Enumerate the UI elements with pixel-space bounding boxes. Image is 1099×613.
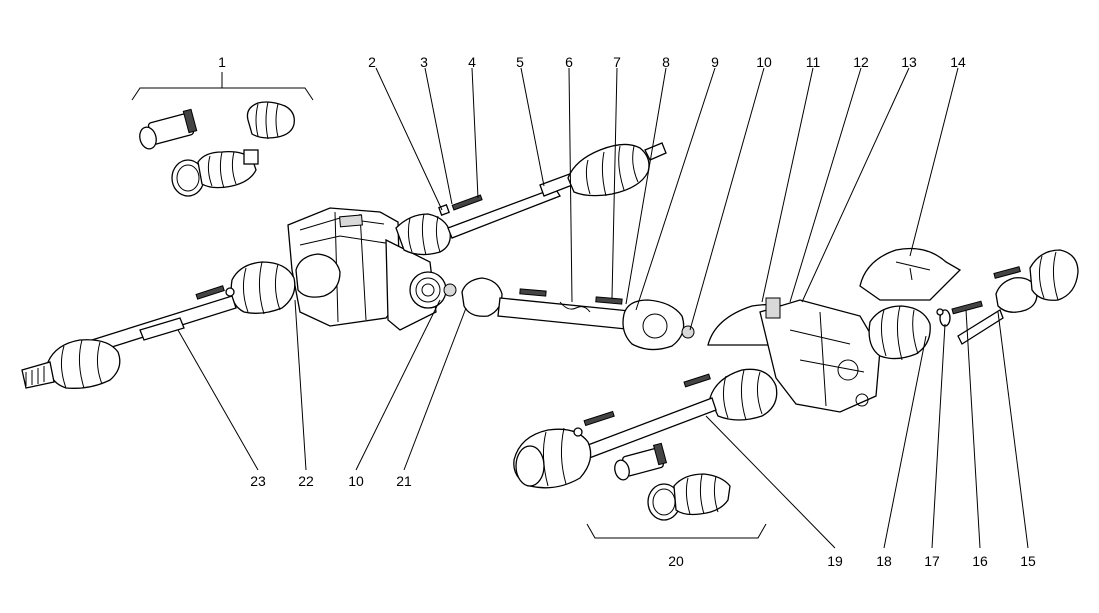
callout-15: 15 [1020,553,1036,569]
callout-17: 17 [924,553,940,569]
kit-20-bracket [586,523,767,539]
callout-labels: 1 2 3 4 5 6 7 8 9 10 11 12 13 14 23 22 1… [218,54,1036,569]
callout-16: 16 [972,553,988,569]
lower-rear-drive-shaft [513,368,778,489]
clamp-boot-icon [171,149,259,197]
callout-14: 14 [950,54,966,70]
callout-10-bottom: 10 [348,473,364,489]
grease-tube-icon [139,108,198,150]
callout-2: 2 [368,54,376,70]
callout-5: 5 [516,54,524,70]
callout-19: 19 [827,553,843,569]
callout-9: 9 [711,54,719,70]
callout-8: 8 [662,54,670,70]
callout-18: 18 [876,553,892,569]
rear-differential-assembly [707,247,1079,413]
grease-tube-icon [614,442,668,481]
left-drive-shaft [21,253,341,389]
boot-icon [246,101,295,140]
repair-kit-1 [131,72,314,197]
callout-12: 12 [853,54,869,70]
callout-3: 3 [420,54,428,70]
callout-23: 23 [250,473,266,489]
callout-20: 20 [668,553,684,569]
clamp-boot-icon [647,473,731,521]
repair-kit-20 [586,442,767,539]
leader-lines [177,67,1029,549]
callout-21: 21 [396,473,412,489]
callout-6: 6 [565,54,573,70]
callout-1: 1 [218,54,226,70]
callout-11: 11 [806,54,821,70]
callout-10-top: 10 [756,54,772,70]
callout-7: 7 [613,54,621,70]
upper-drive-shaft [438,142,667,239]
kit-1-bracket [131,87,314,101]
callout-22: 22 [298,473,314,489]
middle-drive-shaft [461,277,695,351]
callout-4: 4 [468,54,476,70]
callout-13: 13 [901,54,917,70]
